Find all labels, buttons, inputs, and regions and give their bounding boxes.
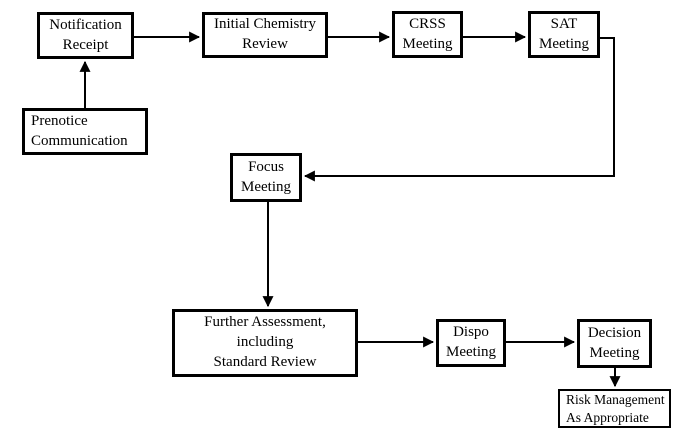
node-prenotice-communication-label: Prenotice Communication <box>31 112 128 149</box>
node-further-assessment-label: Further Assessment, including Standard R… <box>204 314 326 370</box>
node-further-assessment: Further Assessment, including Standard R… <box>172 309 358 377</box>
node-risk-management-label: Risk Management As Appropriate <box>566 391 665 425</box>
node-dispo-meeting: Dispo Meeting <box>436 319 506 367</box>
node-dispo-meeting-label: Dispo Meeting <box>446 324 496 360</box>
node-crss-meeting-label: CRSS Meeting <box>402 15 453 52</box>
node-notification-receipt: Notification Receipt <box>37 12 134 59</box>
node-initial-chemistry-review: Initial Chemistry Review <box>202 12 328 58</box>
node-sat-meeting-label: SAT Meeting <box>539 15 589 52</box>
node-decision-meeting-label: Decision Meeting <box>587 324 642 361</box>
node-focus-meeting-label: Focus Meeting <box>241 158 291 195</box>
node-notification-receipt-label: Notification Receipt <box>49 16 122 53</box>
node-prenotice-communication: Prenotice Communication <box>22 108 148 155</box>
node-sat-meeting: SAT Meeting <box>528 11 600 58</box>
node-initial-chemistry-review-label: Initial Chemistry Review <box>213 16 317 52</box>
node-crss-meeting: CRSS Meeting <box>392 11 463 58</box>
node-risk-management: Risk Management As Appropriate <box>558 389 671 428</box>
edge-sat-to-focus <box>303 37 615 182</box>
node-focus-meeting: Focus Meeting <box>230 153 302 202</box>
node-decision-meeting: Decision Meeting <box>577 319 652 368</box>
